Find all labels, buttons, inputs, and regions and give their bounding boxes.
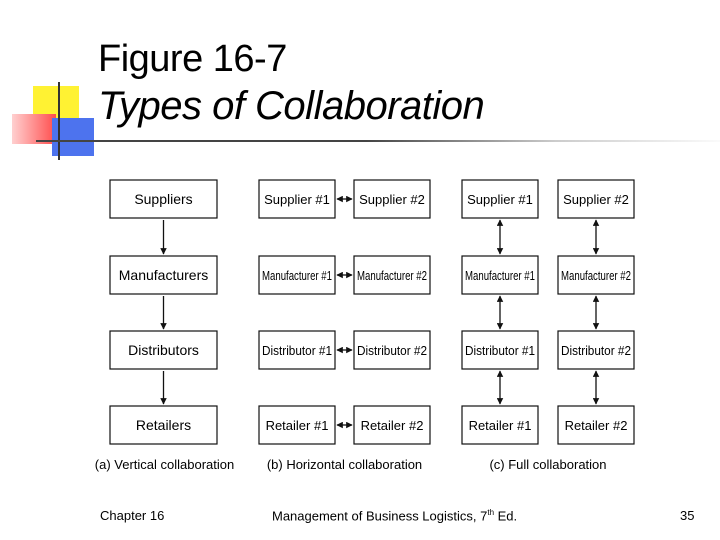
vertical-box-1: Suppliers [109, 179, 218, 219]
full-box-1-1-label: Supplier #1 [467, 192, 533, 207]
vertical-box-4-label: Retailers [136, 417, 191, 433]
caption-vertical: (a) Vertical collaboration [95, 457, 234, 472]
horizontal-box-3-2: Distributor #2 [353, 330, 431, 370]
footer-chapter: Chapter 16 [100, 508, 164, 523]
vertical-box-2: Manufacturers [109, 255, 218, 295]
full-box-4-2-label: Retailer #2 [565, 418, 628, 433]
vertical-box-4: Retailers [109, 405, 218, 445]
horizontal-box-3-1-label: Distributor #1 [262, 343, 332, 358]
horizontal-box-2-2: Manufacturer #2 [353, 255, 431, 295]
full-box-3-1-label: Distributor #1 [465, 343, 535, 358]
title-rule [36, 140, 720, 142]
caption-horizontal: (b) Horizontal collaboration [267, 457, 422, 472]
full-box-4-2: Retailer #2 [557, 405, 635, 445]
page-number: 35 [680, 508, 695, 523]
horizontal-box-4-2: Retailer #2 [353, 405, 431, 445]
page-title: Types of Collaboration [98, 84, 485, 128]
collaboration-diagram: SuppliersManufacturersDistributorsRetail… [95, 179, 635, 472]
full-box-2-1-label: Manufacturer #1 [465, 268, 535, 283]
book-title-end: Ed. [494, 508, 518, 524]
full-box-2-2: Manufacturer #2 [557, 255, 635, 295]
full-box-3-1: Distributor #1 [461, 330, 539, 370]
book-edition-suffix: th [487, 508, 495, 517]
horizontal-box-2-1: Manufacturer #1 [258, 255, 336, 295]
full-box-3-2: Distributor #2 [557, 330, 635, 370]
full-box-2-1: Manufacturer #1 [461, 255, 539, 295]
horizontal-box-3-1: Distributor #1 [258, 330, 336, 370]
horizontal-box-1-1-label: Supplier #1 [264, 192, 330, 207]
vertical-box-3: Distributors [109, 330, 218, 370]
full-box-1-1: Supplier #1 [461, 179, 539, 219]
full-box-4-1-label: Retailer #1 [469, 418, 532, 433]
vertical-box-1-label: Suppliers [134, 191, 192, 207]
full-box-4-1: Retailer #1 [461, 405, 539, 445]
horizontal-box-2-1-label: Manufacturer #1 [262, 268, 332, 283]
figure-number: Figure 16-7 [98, 38, 287, 80]
horizontal-box-4-2-label: Retailer #2 [361, 418, 424, 433]
footer-book-title: Management of Business Logistics, 7th Ed… [272, 508, 517, 523]
caption-full: (c) Full collaboration [489, 457, 606, 472]
full-box-1-2: Supplier #2 [557, 179, 635, 219]
horizontal-box-4-1: Retailer #1 [258, 405, 336, 445]
book-title: Management of Business Logistics, 7 [272, 508, 488, 524]
footer-page-number: 35 [680, 508, 694, 523]
vertical-box-3-label: Distributors [128, 342, 199, 358]
decor-red-square [12, 114, 56, 144]
horizontal-box-2-2-label: Manufacturer #2 [357, 268, 427, 283]
full-box-2-2-label: Manufacturer #2 [561, 268, 631, 283]
full-box-3-2-label: Distributor #2 [561, 343, 631, 358]
horizontal-box-1-2-label: Supplier #2 [359, 192, 425, 207]
horizontal-box-1-2: Supplier #2 [353, 179, 431, 219]
horizontal-box-3-2-label: Distributor #2 [357, 343, 427, 358]
chapter-label: Chapter 16 [100, 508, 165, 523]
decor-vertical-line [58, 82, 60, 160]
horizontal-box-1-1: Supplier #1 [258, 179, 336, 219]
full-box-1-2-label: Supplier #2 [563, 192, 629, 207]
horizontal-box-4-1-label: Retailer #1 [266, 418, 329, 433]
vertical-box-2-label: Manufacturers [119, 267, 208, 283]
